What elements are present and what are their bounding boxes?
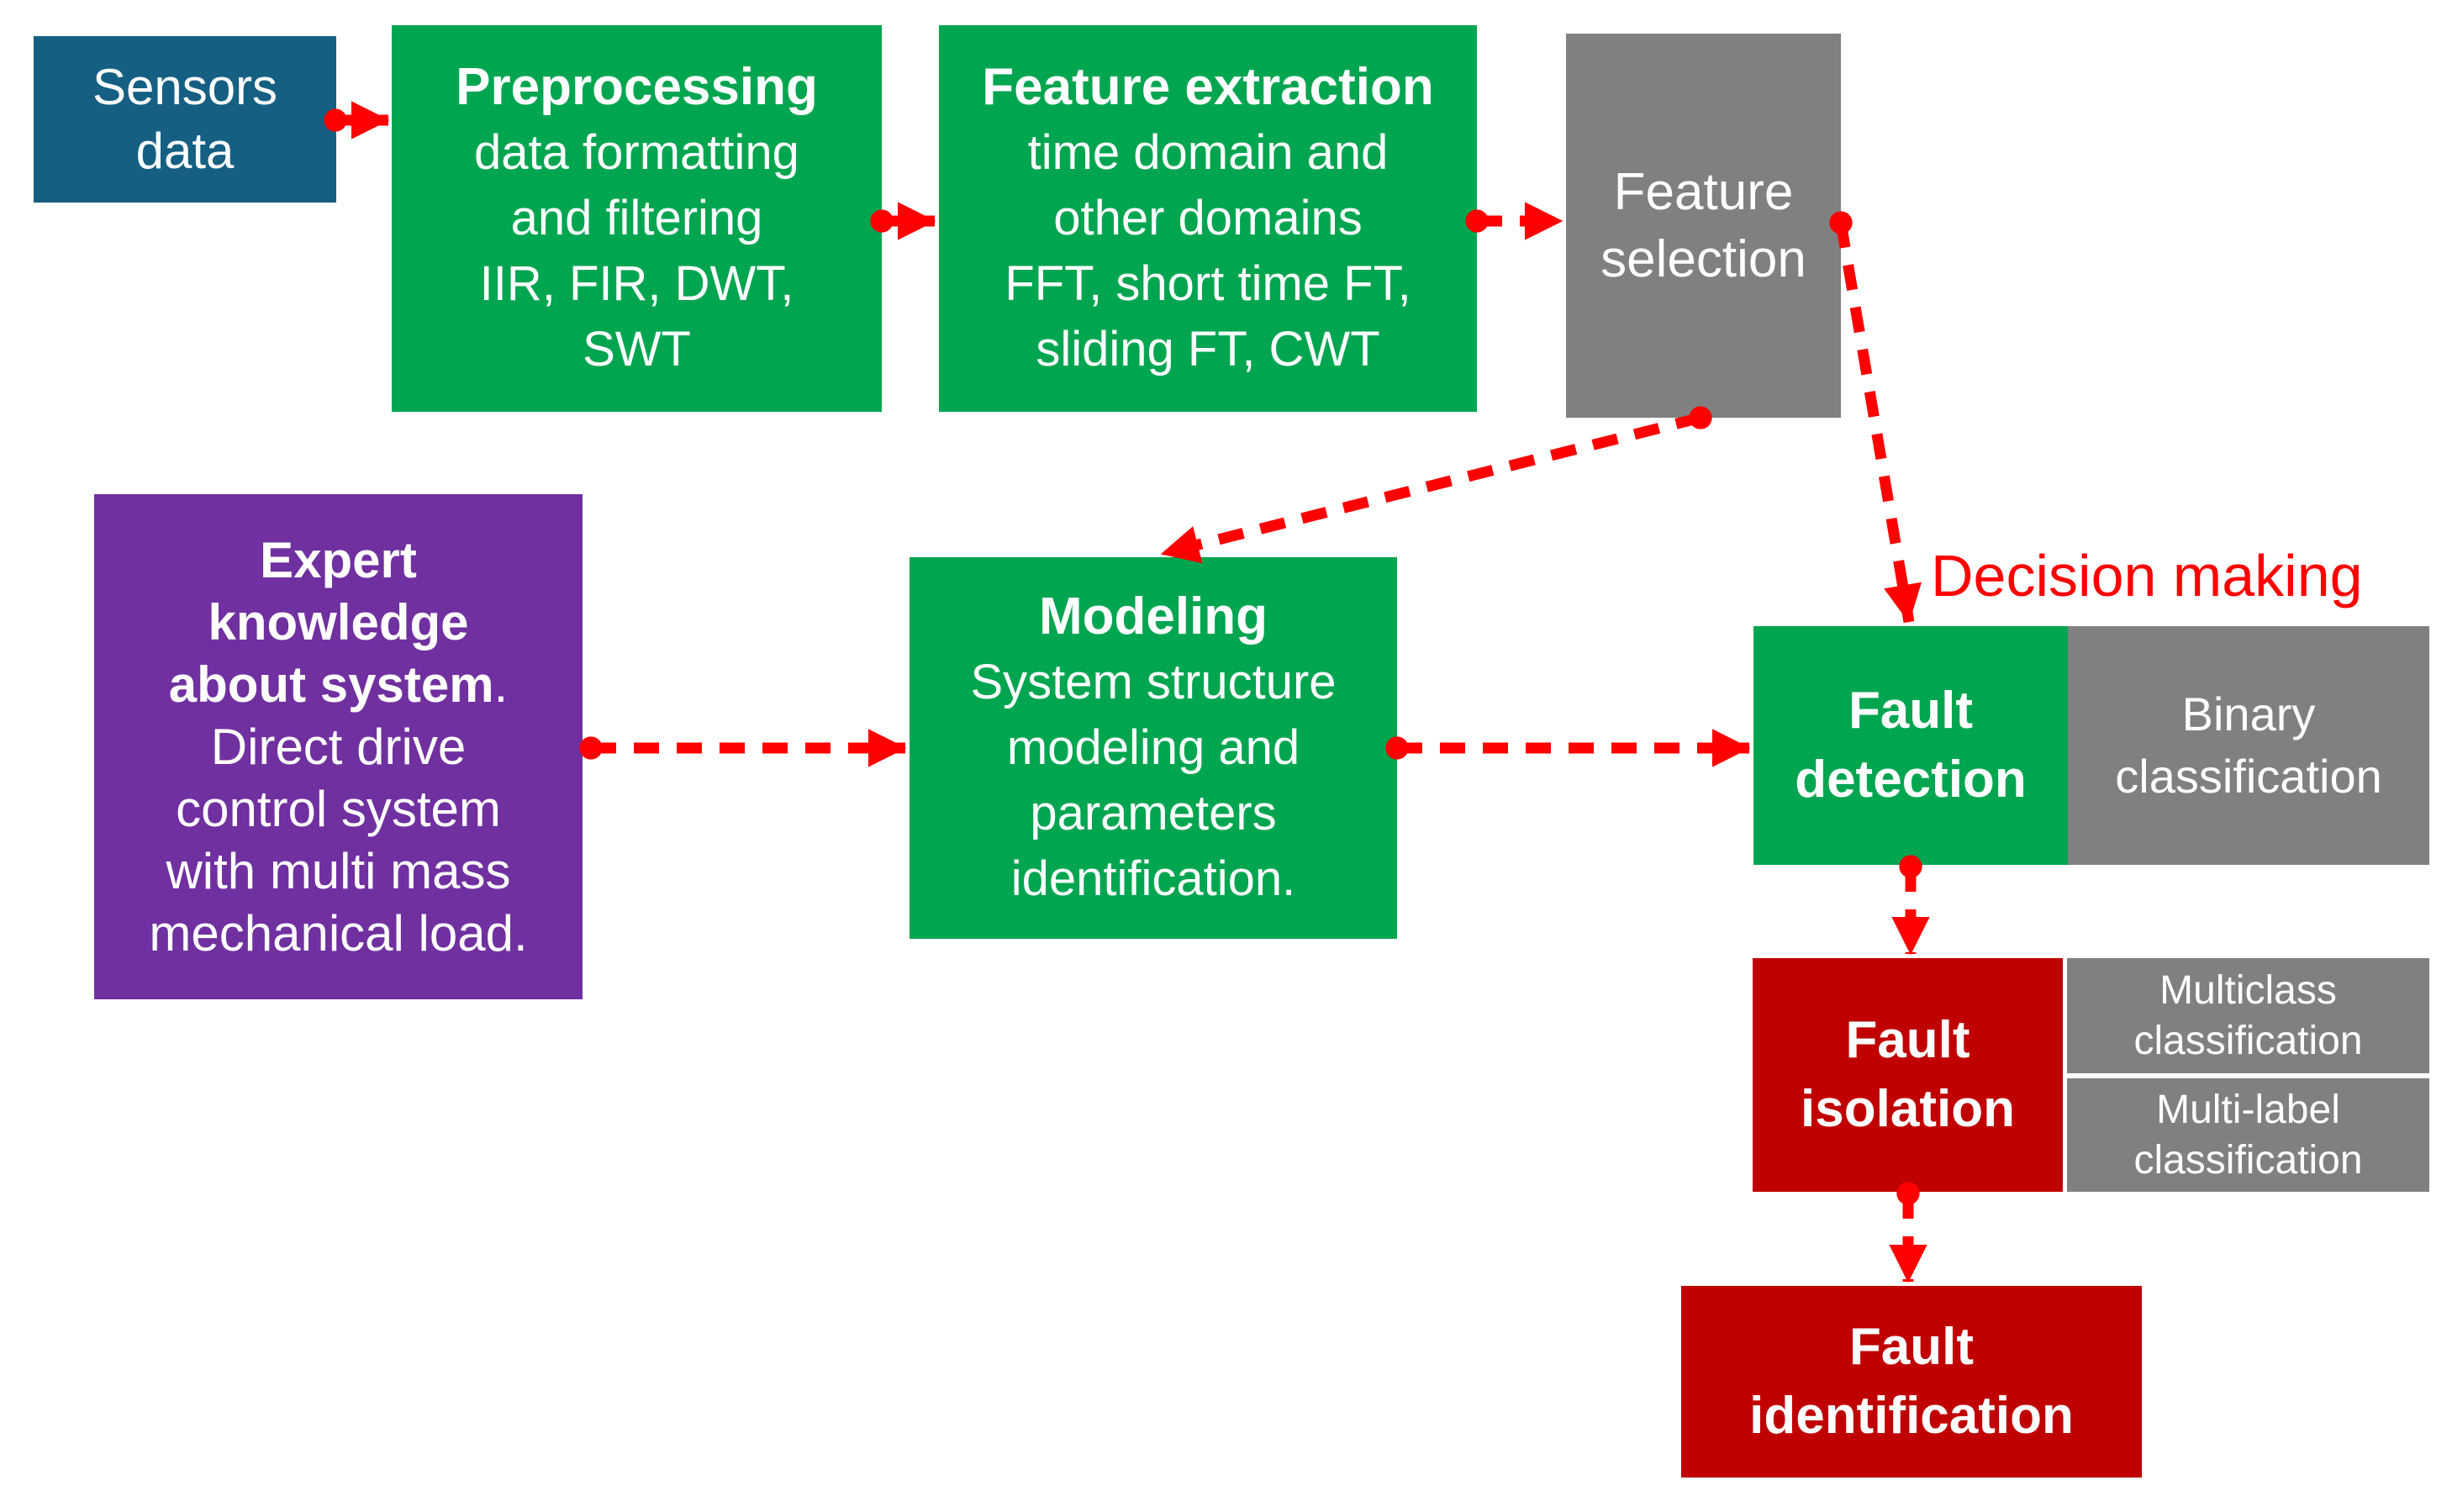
node-label-line: IIR, FIR, DWT,	[479, 256, 794, 311]
node-label-line: Multiclass	[2159, 967, 2337, 1013]
node-label-line: control system	[176, 780, 501, 837]
node-modeling: Modeling System structure modeling and p…	[910, 557, 1397, 939]
node-label-line: Multi-label	[2156, 1087, 2340, 1132]
node-label-line: modeling and	[1006, 720, 1300, 775]
node-label-line: with multi mass	[166, 842, 511, 899]
node-label-line: isolation	[1801, 1080, 2015, 1138]
node-title-line: knowledge	[208, 593, 469, 651]
connector-feature-selection-to-modeling	[1160, 406, 1712, 564]
node-label-line: mechanical load.	[149, 904, 528, 961]
node-label-line: Fault	[1845, 1011, 1970, 1069]
node-label-line: Direct drive	[210, 718, 467, 775]
node-label-line: classification	[2133, 1018, 2363, 1063]
connector-feature-selection-to-fault-detection	[1829, 211, 1922, 624]
node-title-line: Expert	[260, 531, 417, 588]
node-label-line: Feature	[1613, 162, 1794, 221]
node-text-fragment: .	[493, 656, 509, 713]
node-label-line: parameters	[1030, 786, 1277, 840]
node-label-line: identification	[1749, 1387, 2074, 1445]
node-title-fragment: about system	[168, 656, 494, 713]
node-fault-identification: Fault identification	[1681, 1286, 2142, 1478]
node-label-line: Fault	[1848, 682, 1974, 740]
node-label-line: sliding FT, CWT	[1036, 322, 1380, 377]
node-label-line: classification	[2133, 1137, 2363, 1183]
node-label-line: Sensors	[92, 59, 278, 115]
node-title-line: about system.	[94, 654, 583, 716]
node-fault-isolation: Fault isolation	[1753, 958, 2063, 1192]
node-label-line: SWT	[583, 322, 691, 377]
node-fault-detection: Fault detection	[1753, 626, 2068, 865]
node-multiclass-classification: Multiclass classification	[2067, 958, 2429, 1073]
node-label-line: other domains	[1053, 191, 1363, 245]
node-title: Modeling	[1038, 587, 1268, 645]
node-title: Feature extraction	[982, 58, 1434, 116]
node-title: Preprocessing	[456, 58, 818, 116]
node-label-line: Binary	[2181, 688, 2316, 740]
node-label-line: data formatting	[474, 125, 799, 180]
node-label-line: Fault	[1848, 1318, 1975, 1376]
node-label-line: time domain and	[1027, 125, 1389, 180]
decision-making-label: Decision making	[1931, 543, 2363, 608]
node-label-line: selection	[1600, 229, 1806, 288]
node-label-line: and filtering	[510, 191, 763, 245]
node-label-line: classification	[2115, 750, 2382, 803]
node-label-line: data	[135, 123, 235, 179]
node-preprocessing: Preprocessing data formatting and filter…	[392, 25, 882, 412]
node-binary-classification: Binary classification	[2068, 626, 2429, 865]
node-sensors-data: Sensors data	[34, 36, 336, 203]
node-label-line: identification.	[1010, 851, 1296, 906]
node-expert-knowledge: Expert knowledge about system. Direct dr…	[94, 494, 583, 999]
node-multilabel-classification: Multi-label classification	[2067, 1078, 2429, 1192]
node-label-line: System structure	[970, 655, 1337, 709]
node-feature-selection: Feature selection	[1566, 34, 1841, 418]
node-feature-extraction: Feature extraction time domain and other…	[939, 25, 1477, 412]
node-label-line: FFT, short time FT,	[1005, 256, 1411, 311]
node-label-line: detection	[1795, 751, 2027, 809]
